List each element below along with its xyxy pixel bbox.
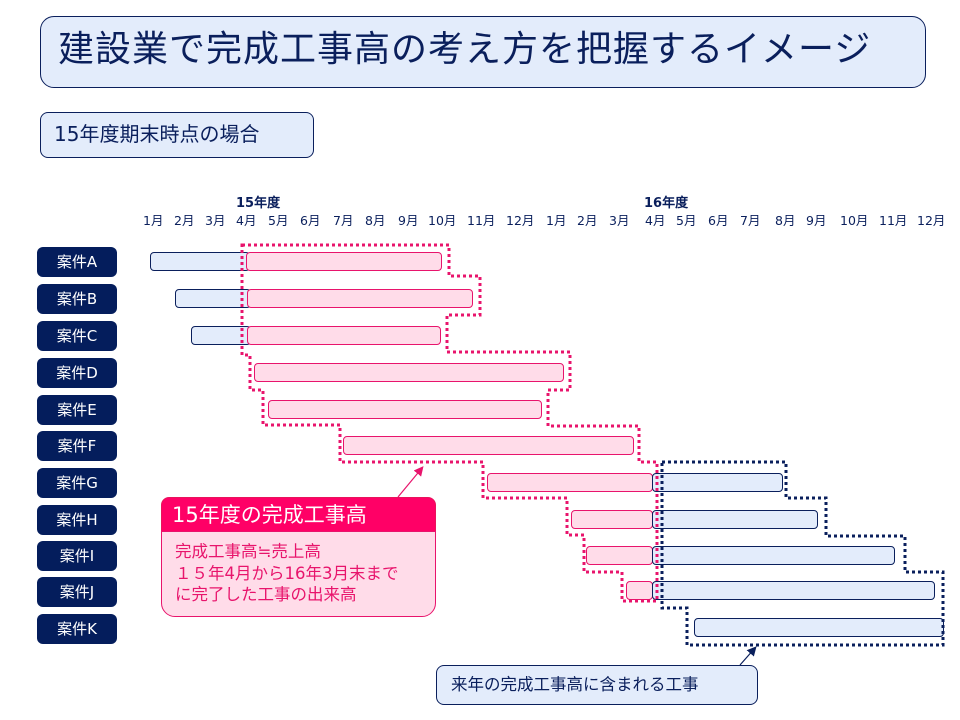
case-label-g: 案件G: [37, 468, 117, 498]
callout-line-2: １５年4月から16年3月末まで: [175, 564, 399, 583]
bar-d-current: [254, 363, 564, 382]
bar-f-current: [343, 436, 634, 455]
title-box: [40, 16, 926, 88]
month-label: 1月: [546, 213, 567, 228]
month-label: 6月: [300, 213, 321, 228]
month-label: 12月: [917, 213, 946, 228]
next-year-outline: [660, 460, 945, 647]
month-label: 7月: [333, 213, 354, 228]
callout-arrow-next: [739, 646, 757, 666]
case-label-b: 案件B: [37, 284, 117, 314]
month-label: 11月: [467, 213, 496, 228]
month-label: 12月: [506, 213, 535, 228]
month-label: 4月: [645, 213, 666, 228]
next-year-callout-text: 来年の完成工事高に含まれる工事: [451, 675, 699, 694]
month-label: 11月: [879, 213, 908, 228]
month-label: 8月: [365, 213, 386, 228]
current-year-callout-heading: 15年度の完成工事高: [172, 503, 367, 527]
case-label-h: 案件H: [37, 505, 117, 535]
year-label-15: 15年度: [236, 196, 281, 211]
month-label: 7月: [740, 213, 761, 228]
month-label: 1月: [143, 213, 164, 228]
current-year-callout-body: [161, 531, 436, 617]
month-label: 9月: [398, 213, 419, 228]
bar-e-current: [268, 400, 542, 419]
subtitle-box: [40, 112, 314, 158]
bar-a-current: [246, 252, 442, 271]
bar-g-next: [652, 473, 783, 492]
case-label-e: 案件E: [37, 395, 117, 425]
month-label: 6月: [708, 213, 729, 228]
bar-i-next: [652, 546, 895, 565]
month-label: 3月: [609, 213, 630, 228]
case-label-a: 案件A: [37, 247, 117, 277]
bar-c-current: [247, 326, 441, 345]
bar-h-next: [652, 510, 818, 529]
bar-b-current: [247, 289, 473, 308]
month-label: 10月: [840, 213, 869, 228]
callout-arrow-current: [397, 466, 424, 498]
bar-j-next: [652, 581, 935, 600]
case-label-f: 案件F: [37, 431, 117, 461]
year-label-16: 16年度: [644, 196, 689, 211]
case-label-c: 案件C: [37, 321, 117, 351]
next-year-callout: [436, 665, 758, 705]
case-label-k: 案件K: [37, 614, 117, 644]
month-label: 3月: [205, 213, 226, 228]
month-label: 9月: [806, 213, 827, 228]
page-title: 建設業で完成工事高の考え方を把握するイメージ: [58, 29, 872, 70]
month-label: 5月: [676, 213, 697, 228]
case-label-d: 案件D: [37, 358, 117, 388]
subtitle: 15年度期末時点の場合: [54, 122, 260, 146]
month-label: 10月: [428, 213, 457, 228]
case-label-j: 案件J: [37, 577, 117, 607]
month-label: 2月: [174, 213, 195, 228]
month-label: 2月: [577, 213, 598, 228]
callout-line-3: に完了した工事の出来高: [175, 585, 357, 604]
month-label: 8月: [775, 213, 796, 228]
month-label: 4月: [236, 213, 257, 228]
callout-line-1: 完成工事高≒売上高: [175, 542, 321, 561]
case-label-i: 案件I: [37, 541, 117, 571]
month-label: 5月: [268, 213, 289, 228]
